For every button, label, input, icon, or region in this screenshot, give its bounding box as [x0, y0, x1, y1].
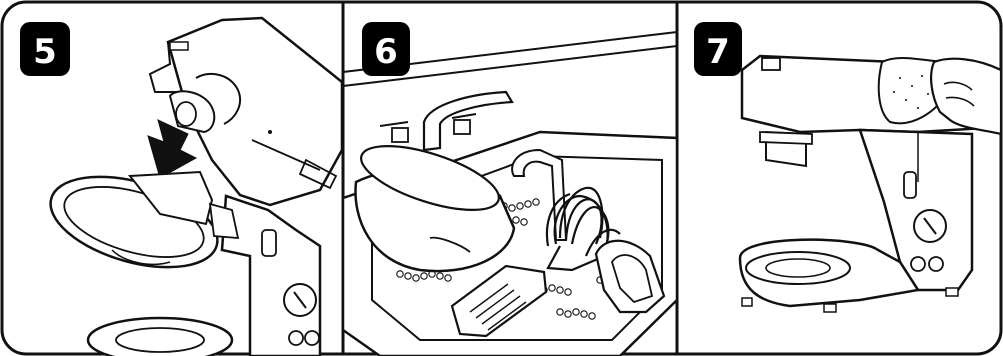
step-number-6: 6 [374, 32, 398, 72]
step-number-7: 7 [706, 32, 730, 72]
step-number-5: 5 [33, 32, 57, 72]
